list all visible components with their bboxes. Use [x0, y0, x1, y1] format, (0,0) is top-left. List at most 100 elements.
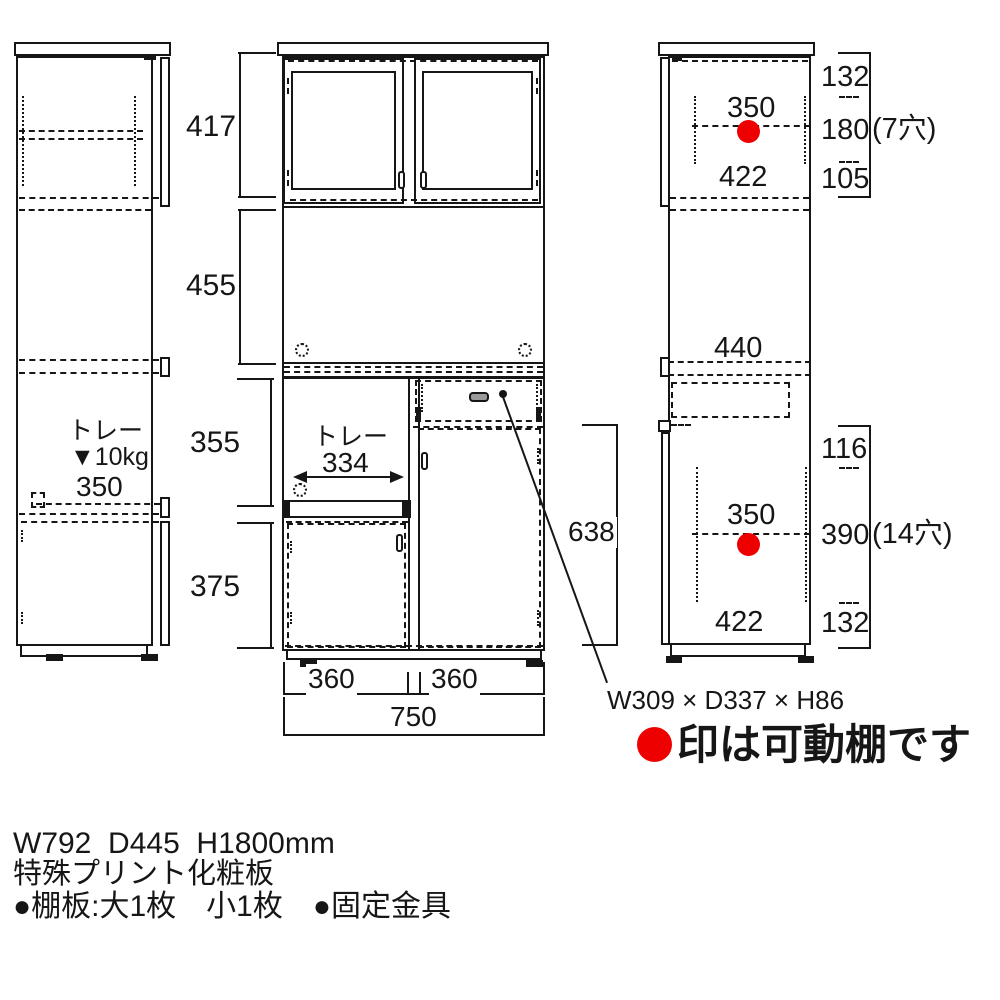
tray-rail-dash [31, 492, 45, 508]
dimension-tick [237, 522, 274, 524]
spec-size: W792 D445 H1800mm [13, 827, 335, 860]
panel-dashed-line [670, 209, 809, 211]
crown-board [277, 42, 549, 56]
dimension-line [869, 425, 871, 647]
dim-holes-bottom: (14穴) [872, 518, 953, 550]
leader-dot [499, 390, 507, 398]
counter-dashed-line [284, 366, 543, 368]
right-door-edge-bottom [661, 432, 670, 645]
shelf-dashed-line [19, 130, 143, 132]
right-counter-edge [660, 357, 670, 377]
drawer-end-dots [536, 384, 538, 412]
movable-shelf-legend-dot [637, 727, 672, 762]
door-bottom-dash [285, 645, 543, 647]
drawer-glide [536, 407, 541, 420]
right-top-board [658, 42, 815, 56]
dimension-tick [838, 647, 871, 649]
drawer-glide [416, 407, 421, 420]
left-counter-edge [160, 357, 170, 377]
left-load-label: ▼10kg [70, 443, 149, 471]
dimension-tick [238, 196, 276, 198]
inner-dashed-line [672, 60, 808, 62]
dimension-separator [839, 602, 859, 604]
drawer-bottom-dash [413, 426, 543, 428]
tray-dashed-line [36, 503, 160, 505]
dimension-line [239, 52, 241, 196]
door-handle [420, 171, 427, 189]
dim-width-total: 750 [388, 701, 439, 733]
dim-top-cabinet: 417 [186, 110, 237, 143]
shelf-dashed-line [19, 138, 143, 140]
dim-bottom-gap-top: 105 [821, 163, 870, 195]
counter-dashed-line [668, 361, 811, 363]
hole-column [694, 96, 696, 164]
dimension-tick [238, 209, 276, 211]
upper-right-door-pane [422, 71, 533, 190]
cam-lock-icon [518, 343, 532, 357]
movable-shelf-dot [737, 533, 760, 556]
dimension-line [239, 209, 241, 363]
hinge-dots [537, 610, 539, 626]
cam-lock-icon [295, 343, 309, 357]
right-base [670, 645, 806, 657]
dim-edge-gap-top: 132 [821, 61, 870, 93]
upper-left-door-pane [291, 71, 396, 190]
tray-dashed-line [19, 513, 159, 515]
left-tray-width-label: 350 [76, 471, 123, 502]
hinge-dash [287, 78, 289, 94]
front-base [286, 651, 542, 660]
hinge-dash [287, 170, 289, 186]
inner-dashed-line [288, 60, 538, 62]
hinge-dots [290, 612, 292, 624]
door-handle [421, 452, 428, 470]
tray-dashed-line [671, 424, 691, 426]
drawer-side-outline [671, 382, 790, 418]
left-top-board [14, 42, 171, 56]
cabinet-shelf-line [282, 206, 545, 208]
dim-door-height: 638 [566, 516, 617, 548]
dimension-tick [838, 196, 871, 198]
dim-bottom-gap-bottom: 132 [821, 607, 870, 639]
foot [798, 656, 814, 663]
front-tray-width-label: 334 [322, 447, 369, 478]
dimension-arrow-right [390, 471, 404, 483]
dimension-tick [582, 644, 618, 646]
hinge-mark [672, 57, 682, 61]
lower-right-door [418, 428, 541, 648]
lower-left-door [287, 523, 406, 648]
foot [141, 654, 158, 661]
dimension-tick [237, 505, 274, 507]
dimension-line [283, 734, 545, 736]
door-handle [396, 534, 403, 552]
dimension-tick [838, 52, 871, 54]
dimension-tick [543, 697, 545, 735]
hinge-dots [537, 448, 539, 464]
inner-width-middle: 440 [714, 332, 763, 364]
dimension-tick [838, 425, 871, 427]
legend-note: 印は可動棚です [677, 721, 972, 768]
dim-bottom-section: 375 [190, 570, 241, 603]
dimension-arrow-left [293, 471, 307, 483]
counter-dashed-line [19, 372, 159, 374]
drawer-front [415, 380, 542, 422]
left-tray-edge [160, 497, 170, 518]
dim-tray-section: 355 [190, 426, 241, 459]
panel-dashed-line [670, 197, 809, 199]
inner-width-bottom: 422 [715, 606, 764, 638]
dim-top-gap-bottom: 116 [821, 433, 868, 465]
panel-dashed-line [19, 197, 159, 199]
dimension-separator [839, 161, 859, 163]
counter-dashed-line [668, 374, 811, 376]
counter-dashed-line [19, 359, 159, 361]
counter-bottom-line [282, 376, 545, 379]
drawer-end-dots [421, 384, 423, 412]
hinge-dash [536, 170, 538, 186]
dim-shelf-pitch-top: 180 [821, 114, 870, 146]
dimension-arrow-line [305, 476, 391, 478]
foot [526, 660, 543, 667]
left-door-edge-bottom [160, 521, 170, 646]
